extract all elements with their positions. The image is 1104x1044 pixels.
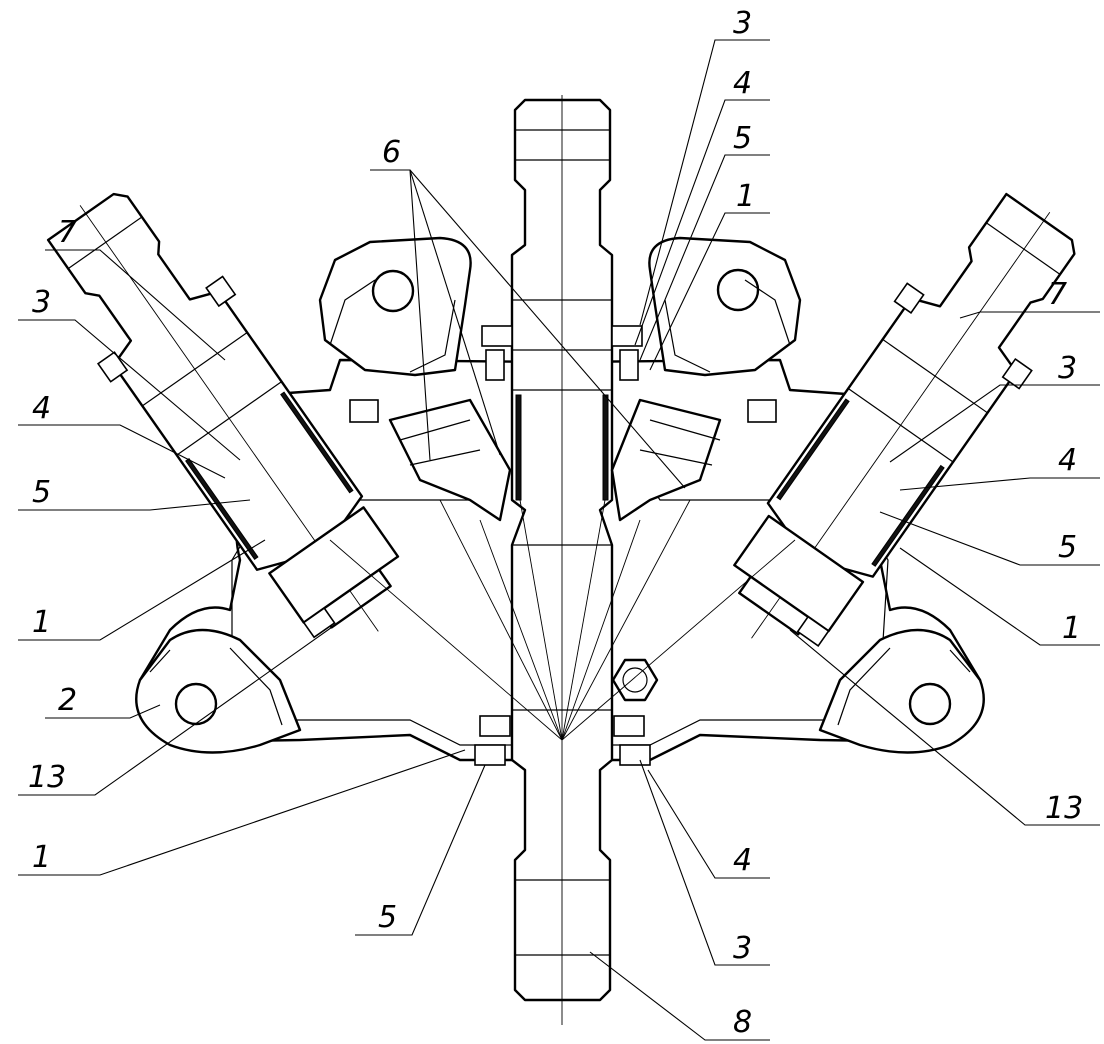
callout-labels-left: 7 3 4 5 1 2 13 <box>28 215 77 795</box>
callout-top-4: 4 <box>733 66 752 101</box>
bevel-gears <box>388 398 722 522</box>
callout-top-3: 3 <box>733 6 752 41</box>
callout-right-4: 4 <box>1058 443 1077 478</box>
callout-leaders <box>18 39 1100 1041</box>
construction-lines <box>329 499 796 741</box>
callout-right-3: 3 <box>1058 351 1077 386</box>
callout-right-13: 13 <box>1045 791 1083 826</box>
callout-right-7: 7 <box>1048 277 1067 312</box>
nut-bore <box>622 667 648 693</box>
left-inclined-shaft <box>46 192 400 639</box>
callout-top-5: 5 <box>733 121 752 156</box>
callout-left-3: 3 <box>32 285 51 320</box>
callout-right-5: 5 <box>1058 530 1077 565</box>
central-shaft <box>510 95 614 1025</box>
callout-top-1: 1 <box>736 179 755 214</box>
callout-left-4: 4 <box>32 391 51 426</box>
callout-left-5: 5 <box>32 475 51 510</box>
hex-nut <box>611 658 659 702</box>
seals-and-bearings <box>349 325 777 766</box>
callout-right-1: 1 <box>1062 611 1081 646</box>
callout-labels-right: 7 3 4 5 1 13 <box>1045 277 1083 826</box>
callout-bottom-4: 4 <box>733 843 752 878</box>
callout-labels-top: 3 4 5 1 6 <box>382 6 755 214</box>
callout-bottom-1: 1 <box>32 840 51 875</box>
right-inclined-shaft <box>733 192 1076 647</box>
callout-left-7: 7 <box>58 215 77 250</box>
callout-bottom-8: 8 <box>733 1005 752 1040</box>
callout-labels-bottom: 1 5 4 3 8 <box>32 840 752 1040</box>
callout-left-13: 13 <box>28 760 66 795</box>
callout-bottom-3: 3 <box>733 931 752 966</box>
callout-left-1: 1 <box>32 605 51 640</box>
callout-left-2: 2 <box>58 683 77 718</box>
callout-top-6: 6 <box>382 135 401 170</box>
callout-bottom-5: 5 <box>378 900 397 935</box>
